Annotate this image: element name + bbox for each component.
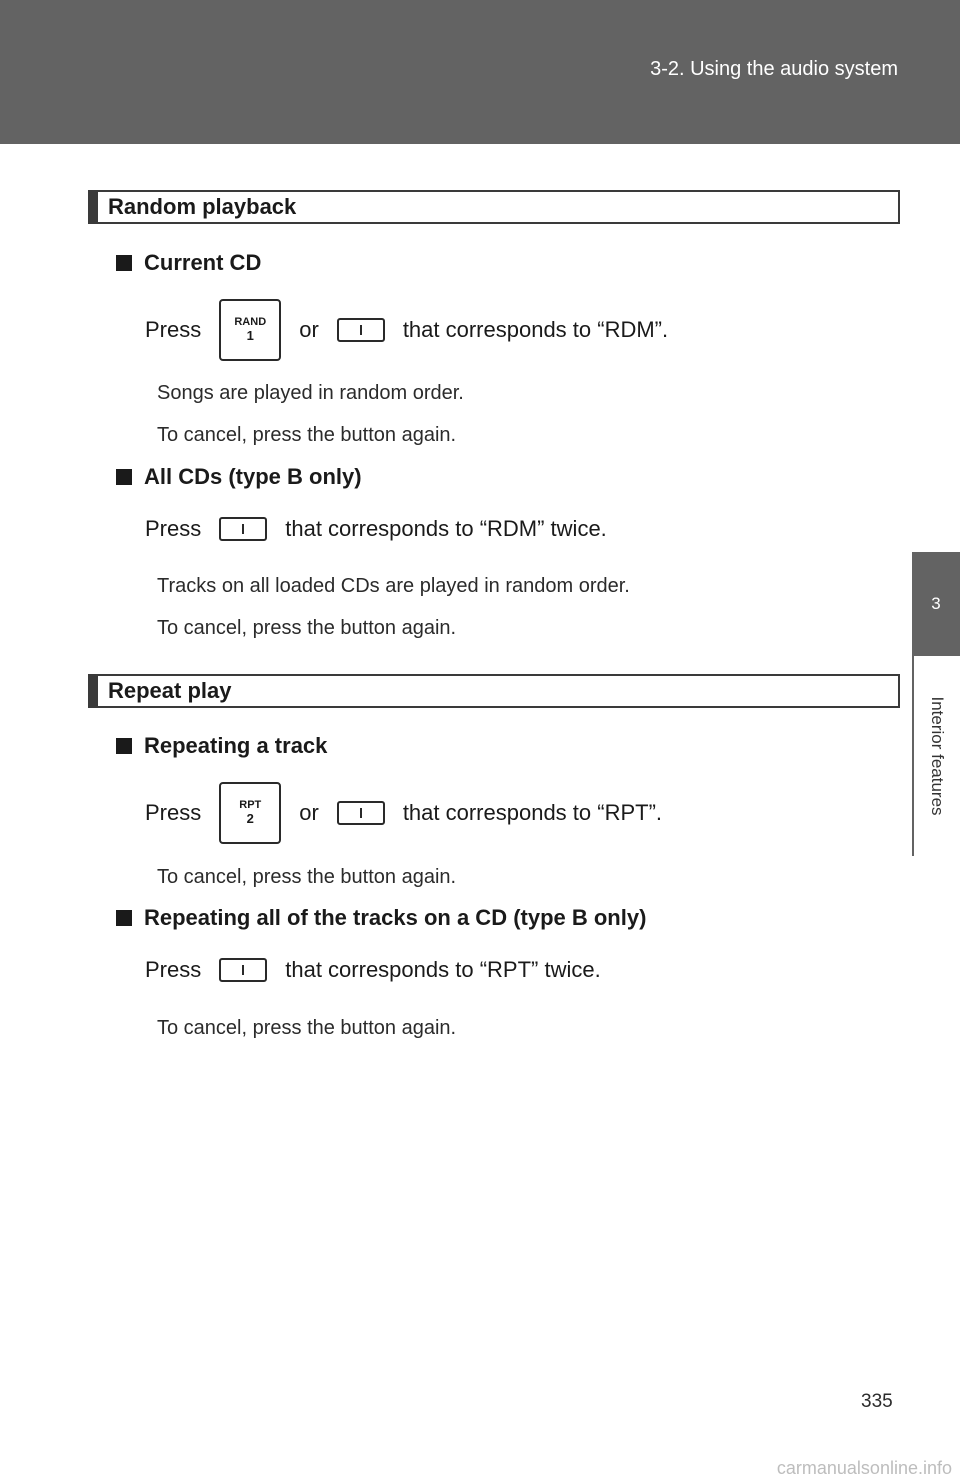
current-cd-title: Current CD [144,250,262,275]
repeating-all-suffix: that corresponds to “RPT” twice. [285,957,601,982]
repeating-track-subhead: Repeating a track [116,733,327,759]
repeating-track-press-line: Press RPT 2 or that corresponds to “RPT”… [145,782,672,844]
rpt-2-button[interactable]: RPT 2 [219,782,282,844]
chapter-label: Interior features [928,696,947,816]
all-cds-press-line: Press that corresponds to “RDM” twice. [145,516,617,542]
repeating-track-title: Repeating a track [144,733,328,758]
vertical-bar-icon [242,965,245,975]
header-title: 3-2. Using the audio system [650,58,898,80]
vertical-bar-icon [359,325,362,335]
chapter-number-tab: 3 [912,552,960,656]
watermark: carmanualsonline.info [776,1458,952,1478]
or-word: or [299,317,319,342]
square-bullet-icon [116,255,132,271]
repeating-all-subhead: Repeating all of the tracks on a CD (typ… [116,905,646,931]
or-word: or [299,800,319,825]
current-cd-note-1: Songs are played in random order. [157,382,464,404]
soft-key-button[interactable] [219,517,268,541]
random-playback-heading-text: Random playback [108,194,297,219]
square-bullet-icon [116,469,132,485]
rand-1-button[interactable]: RAND 1 [219,299,282,361]
repeating-all-press-line: Press that corresponds to “RPT” twice. [145,957,611,983]
repeat-play-heading-text: Repeat play [108,678,232,703]
repeating-track-note-1: To cancel, press the button again. [157,866,457,888]
rand-button-cap: RAND [234,316,267,329]
vertical-bar-icon [242,524,245,534]
rpt-button-cap: RPT [239,799,262,812]
all-cds-suffix: that corresponds to “RDM” twice. [285,516,607,541]
current-cd-press-line: Press RAND 1 or that corresponds to “RDM… [145,299,678,361]
rand-button-num: 1 [246,327,254,343]
press-word: Press [145,800,202,825]
chapter-label-tab: Interior features [912,656,960,856]
soft-key-button[interactable] [336,801,385,825]
page-number: 335 [861,1391,893,1412]
press-word: Press [145,957,202,982]
press-word: Press [145,317,202,342]
current-cd-suffix: that corresponds to “RDM”. [402,317,669,342]
chapter-number: 3 [931,594,941,613]
repeating-all-title: Repeating all of the tracks on a CD (typ… [144,905,647,930]
press-word: Press [145,516,202,541]
soft-key-button[interactable] [336,318,385,342]
repeating-all-note-1: To cancel, press the button again. [157,1017,457,1039]
all-cds-note-2: To cancel, press the button again. [157,617,457,639]
rpt-button-num: 2 [246,810,254,826]
all-cds-subhead: All CDs (type B only) [116,464,362,490]
repeating-track-suffix: that corresponds to “RPT”. [402,800,663,825]
current-cd-subhead: Current CD [116,250,261,276]
square-bullet-icon [116,738,132,754]
repeat-play-heading: Repeat play [88,674,900,708]
all-cds-note-1: Tracks on all loaded CDs are played in r… [157,575,630,597]
current-cd-note-2: To cancel, press the button again. [157,424,457,446]
square-bullet-icon [116,910,132,926]
vertical-bar-icon [359,808,362,818]
random-playback-heading: Random playback [88,190,900,224]
all-cds-title: All CDs (type B only) [144,464,362,489]
soft-key-button[interactable] [219,958,268,982]
header-band: 3-2. Using the audio system [0,0,960,144]
